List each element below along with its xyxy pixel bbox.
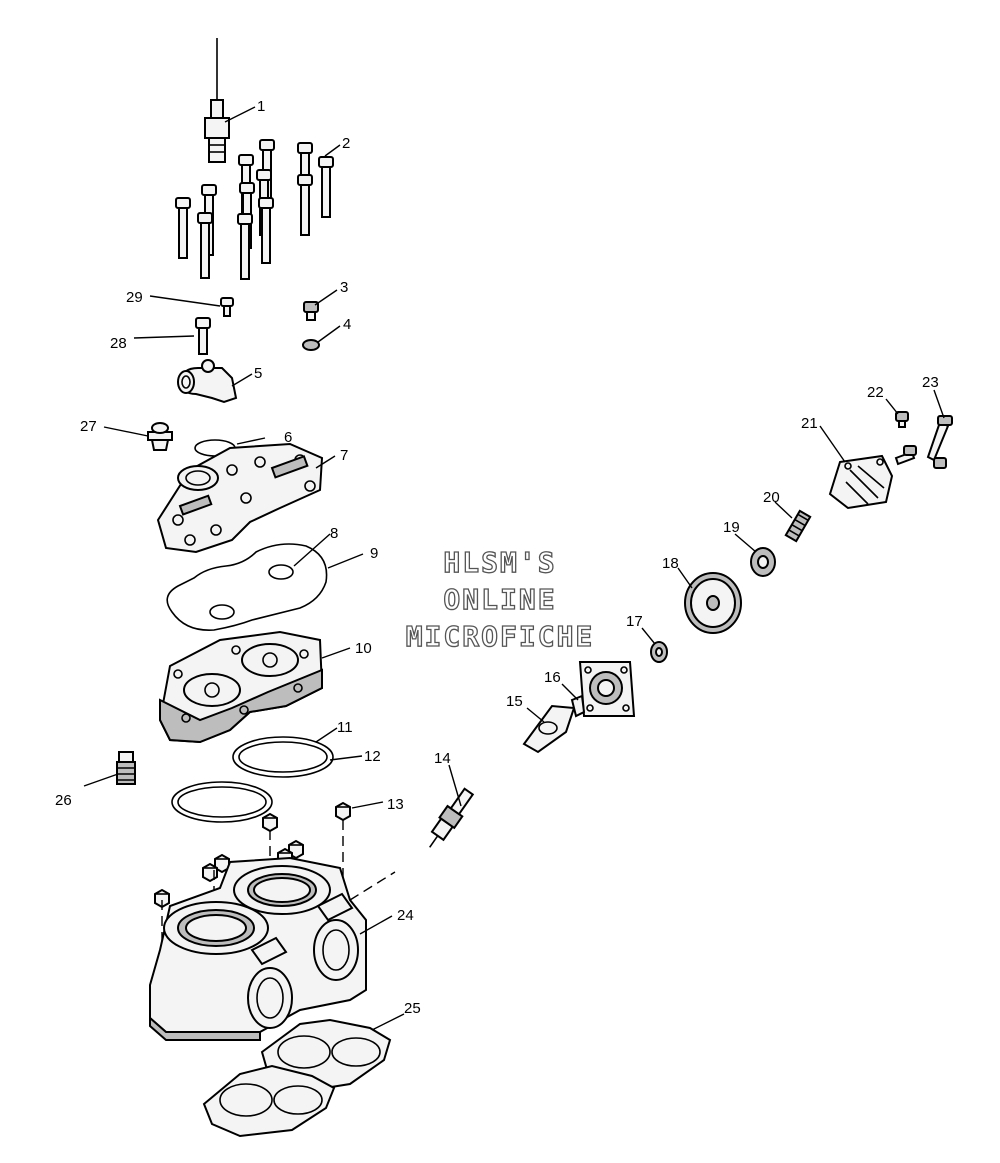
- part-26-fitting: [116, 751, 136, 785]
- part-18-impeller: [684, 572, 742, 634]
- part-22-screw: [895, 411, 909, 428]
- part-8-o-ring-2: [209, 604, 235, 620]
- callout-26: 26: [55, 792, 72, 809]
- callout-9: 9: [370, 545, 378, 562]
- part-1-sensor: [204, 38, 230, 163]
- callout-19: 19: [723, 519, 740, 536]
- part-15-gasket: [522, 704, 576, 754]
- callout-20: 20: [763, 489, 780, 506]
- part-8-o-ring: [268, 564, 294, 580]
- part-23-screw: [926, 415, 953, 462]
- watermark-line-2: ONLINE: [443, 583, 556, 616]
- bolt: [175, 197, 191, 259]
- bolt: [297, 174, 313, 236]
- callout-14: 14: [434, 750, 451, 767]
- callout-16: 16: [544, 669, 561, 686]
- part-16-pump-housing: [570, 661, 636, 718]
- part-3-screw: [303, 301, 319, 321]
- watermark-line-3: MICROFICHE: [406, 620, 595, 653]
- nut: [262, 812, 278, 833]
- part-21-pump-cover: [828, 454, 894, 510]
- part-27-thermostat: [147, 422, 173, 451]
- callout-27: 27: [80, 418, 97, 435]
- part-5-thermostat-housing: [177, 359, 238, 404]
- watermark-line-1: HLSM'S: [443, 546, 556, 579]
- bolt: [197, 212, 213, 279]
- callout-8: 8: [330, 525, 338, 542]
- callout-21: 21: [801, 415, 818, 432]
- part-12-o-ring: [238, 741, 328, 773]
- part-11-o-ring-lower: [171, 781, 273, 823]
- part-2-bolts: [175, 139, 334, 280]
- part-12-o-ring-lower: [177, 786, 267, 818]
- watermark: HLSM'S ONLINE MICROFICHE: [405, 545, 595, 653]
- part-7-head-cover: [156, 442, 324, 554]
- callout-numbers: 1 2 3 4 5 6 7 8 9 10 11 12 13 14 15 16 1…: [55, 98, 939, 1017]
- part-29-screw: [220, 297, 234, 317]
- part-25-base-gaskets: [202, 1018, 392, 1138]
- callout-12: 12: [364, 748, 381, 765]
- callout-10: 10: [355, 640, 372, 657]
- callout-1: 1: [257, 98, 265, 115]
- callout-17: 17: [626, 613, 643, 630]
- callout-15: 15: [506, 693, 523, 710]
- part-24-cylinder-block: [149, 856, 367, 1041]
- callout-4: 4: [343, 316, 351, 333]
- callout-3: 3: [340, 279, 348, 296]
- part-10-cylinder-head: [158, 630, 324, 744]
- part-14-spark-plug: [429, 787, 475, 848]
- part-9-head-seal: [166, 543, 328, 631]
- part-20-spring: [784, 509, 812, 543]
- callout-5: 5: [254, 365, 262, 382]
- bolt: [237, 213, 253, 280]
- callout-18: 18: [662, 555, 679, 572]
- nut: [202, 862, 218, 883]
- part-21-screws: [894, 445, 947, 469]
- nut: [335, 801, 351, 822]
- nut: [154, 888, 170, 909]
- callout-28: 28: [110, 335, 127, 352]
- callout-6: 6: [284, 429, 292, 446]
- callout-22: 22: [867, 384, 884, 401]
- part-11-o-ring: [232, 736, 334, 778]
- part-19-bearing: [750, 547, 776, 577]
- callout-13: 13: [387, 796, 404, 813]
- callout-2: 2: [342, 135, 350, 152]
- bolt: [258, 197, 274, 264]
- callout-25: 25: [404, 1000, 421, 1017]
- leader-lines: [83, 106, 945, 1031]
- callout-23: 23: [922, 374, 939, 391]
- part-28-bolt: [195, 317, 211, 355]
- callout-29: 29: [126, 289, 143, 306]
- callout-7: 7: [340, 447, 348, 464]
- part-4-washer: [302, 339, 320, 351]
- part-17-seal: [650, 641, 668, 663]
- callout-24: 24: [397, 907, 414, 924]
- bolt: [318, 156, 334, 218]
- callout-11: 11: [337, 719, 353, 736]
